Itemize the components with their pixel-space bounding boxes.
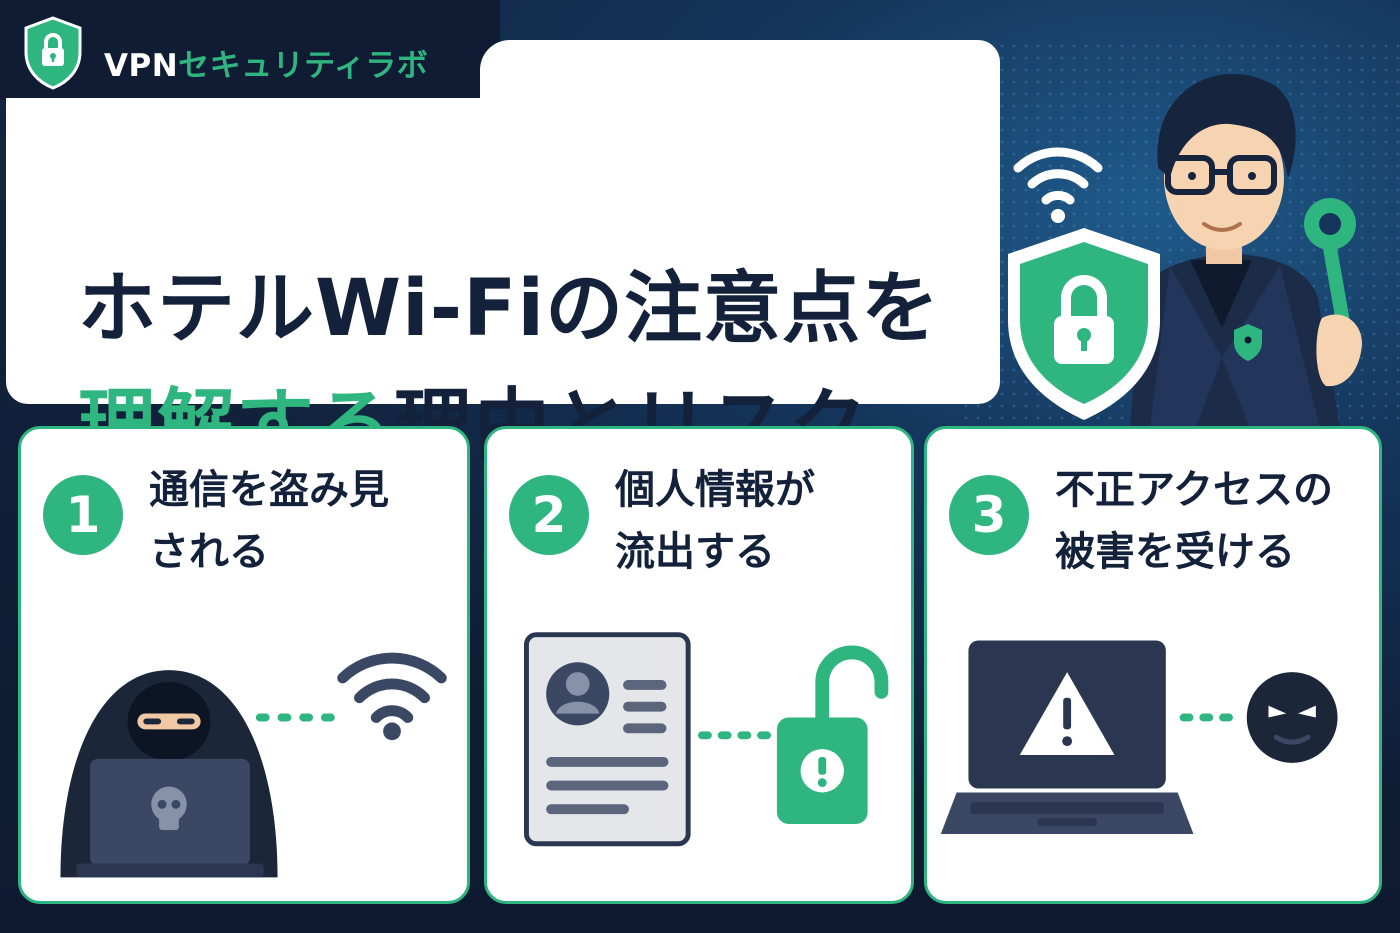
person-face bbox=[1164, 106, 1284, 250]
illustration-2 bbox=[523, 632, 889, 847]
risk-card-2: 2 個人情報が 流出する bbox=[484, 426, 914, 904]
brand-suffix: セキュリティラボ bbox=[178, 48, 429, 84]
unlocked-padlock-icon bbox=[776, 645, 889, 825]
brand-prefix: VPN bbox=[104, 48, 179, 84]
wifi-signal-icon bbox=[337, 652, 447, 723]
person-hand bbox=[1316, 314, 1362, 387]
dotted-connector bbox=[698, 731, 771, 740]
skull-laptop-icon bbox=[76, 758, 264, 878]
risk-card-3: 3 不正アクセスの 被害を受ける bbox=[924, 426, 1382, 904]
security-expert-illustration bbox=[1008, 74, 1362, 428]
dotted-connector bbox=[255, 713, 335, 722]
warning-laptop-icon bbox=[940, 640, 1194, 834]
risk-title-3: 不正アクセスの 被害を受ける bbox=[1055, 459, 1333, 583]
risk-title-2-line1: 個人情報が bbox=[615, 467, 815, 513]
risk-title-2: 個人情報が 流出する bbox=[615, 459, 815, 583]
risk-title-1-line1: 通信を盗み見 bbox=[149, 467, 389, 513]
large-shield-lock-icon bbox=[1008, 228, 1160, 420]
profile-document-icon bbox=[523, 632, 691, 847]
dotted-connector bbox=[1179, 713, 1233, 722]
risk-title-3-line2: 被害を受ける bbox=[1055, 529, 1295, 575]
brand-name: VPNセキュリティラボ bbox=[104, 40, 428, 85]
lapel-shield-icon bbox=[1234, 324, 1262, 361]
headline-line1: ホテルWi-Fiの注意点を bbox=[78, 264, 941, 354]
wifi-icon bbox=[1013, 147, 1103, 223]
brand-bar: VPNセキュリティラボ bbox=[0, 0, 500, 100]
glasses-icon bbox=[1165, 155, 1277, 195]
risk-title-3-line1: 不正アクセスの bbox=[1055, 467, 1333, 513]
risk-title-2-line2: 流出する bbox=[615, 529, 775, 575]
intruder-face-icon bbox=[1246, 672, 1338, 763]
title-panel: ホテルWi-Fiの注意点を 理解する理由とリスク bbox=[6, 98, 1000, 471]
illustration-3 bbox=[940, 640, 1338, 834]
shield-lock-icon bbox=[24, 16, 82, 90]
risk-card-1: 1 通信を盗み見 される bbox=[18, 426, 470, 904]
risk-title-1-line2: される bbox=[149, 529, 269, 575]
illustration-1 bbox=[60, 652, 447, 878]
risk-number-1: 1 bbox=[43, 475, 123, 555]
risk-number-3: 3 bbox=[949, 475, 1029, 555]
risk-title-1: 通信を盗み見 される bbox=[149, 459, 389, 583]
risk-number-2: 2 bbox=[509, 475, 589, 555]
person-hair bbox=[1157, 74, 1296, 178]
